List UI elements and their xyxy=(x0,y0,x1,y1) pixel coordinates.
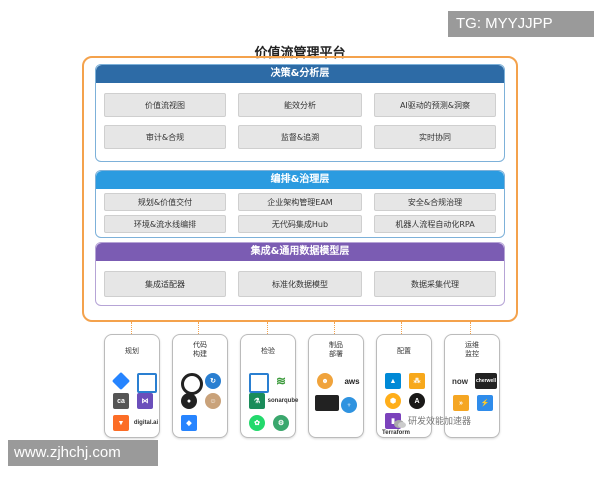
watermark-top: TG: MYYJJPP xyxy=(448,11,594,37)
ansible-icon: A xyxy=(409,393,425,409)
tool-label: 运维 监控 xyxy=(445,341,499,359)
darkbox-icon xyxy=(315,395,339,411)
cell-value-stream-view: 价值流视图 xyxy=(104,93,226,117)
cell-env-pipeline: 环境&流水线编排 xyxy=(104,215,226,233)
gitlab-icon: ▼ xyxy=(113,415,129,431)
aws-logo: aws xyxy=(344,376,360,386)
digital-ai-logo: digital.ai xyxy=(133,420,159,426)
bitbucket-icon: ◆ xyxy=(181,415,197,431)
cell-ai-prediction: AI驱动的预测&洞察 xyxy=(374,93,496,117)
layer-integration-data-model: 集成&通用数据模型层 集成适配器 标准化数据模型 数据采集代理 xyxy=(95,242,505,306)
connector xyxy=(470,322,471,336)
cell-audit-compliance: 审计&合规 xyxy=(104,125,226,149)
cell-data-collection-agent: 数据采集代理 xyxy=(374,271,496,297)
tool-label-line: 制品 xyxy=(329,341,343,349)
terraform-logo: Terraform xyxy=(382,430,410,436)
cell-realtime-collab: 实时协同 xyxy=(374,125,496,149)
layer-decision-analysis: 决策&分析层 价值流视图 能效分析 AI驱动的预测&洞察 审计&合规 监督&追溯… xyxy=(95,64,505,162)
github-icon: ● xyxy=(181,393,197,409)
tool-card-configuration: 配置 ▲ ⁂ ⬢ A ▮ Terraform xyxy=(376,334,432,438)
cell-efficiency-analysis: 能效分析 xyxy=(238,93,362,117)
layer-title: 编排&治理层 xyxy=(96,171,504,189)
nodes-icon: ⁂ xyxy=(409,373,425,389)
jfrog-icon: ☻ xyxy=(317,373,333,389)
tool-label: 检验 xyxy=(261,347,275,355)
octopus-icon: ♆ xyxy=(341,397,357,413)
puppet-icon: ⬢ xyxy=(385,393,401,409)
ca-logo: ca xyxy=(113,393,129,409)
platform-frame xyxy=(82,56,518,322)
connector xyxy=(334,322,335,336)
layer-title: 集成&通用数据模型层 xyxy=(96,243,504,261)
cherwell-logo: cherwell xyxy=(475,373,497,389)
wechat-icon xyxy=(394,414,406,428)
connector xyxy=(131,322,132,336)
chevron-icon: » xyxy=(453,395,469,411)
tool-label: 代码 构建 xyxy=(173,341,227,359)
watermark-bottom: www.zjhchj.com xyxy=(8,440,158,466)
refresh-icon: ↻ xyxy=(205,373,221,389)
tool-label-line: 监控 xyxy=(465,350,479,358)
square-icon xyxy=(249,373,269,393)
bolt-icon: ⚡ xyxy=(477,395,493,411)
cell-planning-value: 规划&价值交付 xyxy=(104,193,226,211)
wave-icon: ≋ xyxy=(273,373,289,389)
tool-card-testing: 检验 ≋ ⚗ sonarqube ✿ ⚙ xyxy=(240,334,299,438)
cucumber-icon: ✿ xyxy=(249,415,265,431)
wechat-icon-svg xyxy=(394,420,406,428)
tool-label-line: 构建 xyxy=(193,350,207,358)
connector xyxy=(198,322,199,336)
tool-label: 制品 部署 xyxy=(309,341,363,359)
cell-nocode-hub: 无代码集成Hub xyxy=(238,215,362,233)
wechat-watermark: 研发效能加速器 xyxy=(408,417,472,427)
azure-icon: ▲ xyxy=(385,373,401,389)
vs-icon: ⋈ xyxy=(137,393,153,409)
dotted-square-icon xyxy=(137,373,157,393)
cell-supervision-trace: 监督&追溯 xyxy=(238,125,362,149)
circleci-icon xyxy=(181,373,203,395)
tool-card-ops-monitoring: 运维 监控 now cherwell » ⚡ xyxy=(444,334,500,438)
tool-label-line: 运维 xyxy=(465,341,479,349)
tool-card-artifact-deploy: 制品 部署 ☻ aws ♆ xyxy=(308,334,364,438)
connector xyxy=(401,322,402,336)
tool-card-code-build: 代码 构建 ↻ ● ☺ ◆ xyxy=(172,334,228,438)
cell-eam: 企业架构管理EAM xyxy=(238,193,362,211)
sonarqube-logo: sonarqube xyxy=(267,398,299,404)
cell-rpa: 机器人流程自动化RPA xyxy=(374,215,496,233)
flask-icon: ⚗ xyxy=(249,393,265,409)
tool-label: 配置 xyxy=(397,347,411,355)
jira-icon xyxy=(111,371,131,391)
tool-label-line: 部署 xyxy=(329,350,343,358)
cell-standard-data-model: 标准化数据模型 xyxy=(238,271,362,297)
layer-orchestration-governance: 编排&治理层 规划&价值交付 企业架构管理EAM 安全&合规治理 环境&流水线编… xyxy=(95,170,505,238)
cell-integration-adapter: 集成适配器 xyxy=(104,271,226,297)
gear-icon: ⚙ xyxy=(273,415,289,431)
layer-title: 决策&分析层 xyxy=(96,65,504,83)
now-logo: now xyxy=(452,376,468,386)
tool-card-planning: 规划 ca ⋈ ▼ digital.ai xyxy=(104,334,160,438)
jenkins-icon: ☺ xyxy=(205,393,221,409)
tool-label-line: 代码 xyxy=(193,341,207,349)
tool-label: 规划 xyxy=(125,347,139,355)
cell-security-governance: 安全&合规治理 xyxy=(374,193,496,211)
connector xyxy=(267,322,268,336)
